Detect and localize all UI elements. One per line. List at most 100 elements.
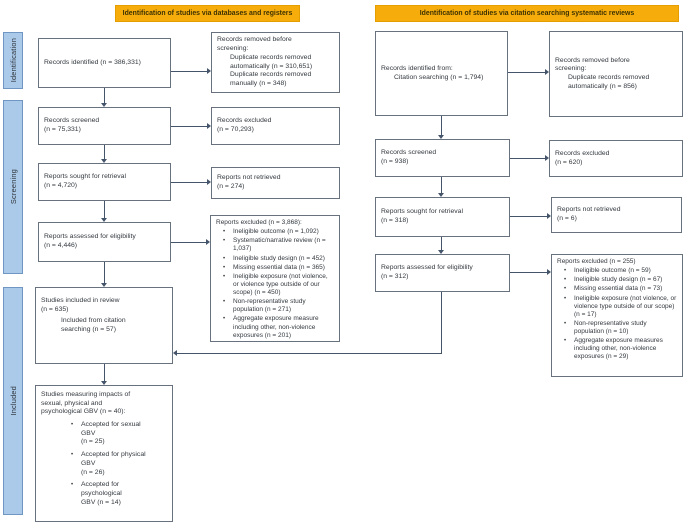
list-item: •Ineligible exposure (not violence, or v… — [557, 295, 677, 319]
arrowhead-right-icon — [206, 239, 210, 245]
arrowhead-right-icon — [547, 269, 551, 275]
list-item: •Ineligible study design (n = 67) — [557, 276, 677, 284]
text-line: Accepted for sexual — [81, 421, 141, 429]
box-records-excluded-db: Records excluded (n = 70,293) — [211, 107, 340, 145]
text-line: Accepted for physical — [81, 451, 146, 459]
arrowhead-down-icon — [438, 135, 444, 139]
bullet-text: Non-representative study population (n =… — [233, 298, 306, 314]
banner-databases-registers: Identification of studies via databases … — [115, 5, 300, 22]
bullet-icon: • — [564, 286, 567, 293]
bullet-text: Ineligible exposure (not violence, or vi… — [233, 272, 328, 296]
list-item: • Accepted for physical GBV (n = 26) — [41, 451, 167, 477]
text-line: screening: — [555, 65, 587, 73]
arrow-screened-to-sought-cs — [441, 177, 442, 193]
arrowhead-down-icon — [438, 193, 444, 197]
arrow-screened-to-sought-db — [104, 145, 105, 159]
box-studies-measuring: Studies measuring impacts of sexual, phy… — [35, 385, 173, 522]
text-line: Reports sought for retrieval — [44, 173, 126, 181]
indent-block: Citation searching (n = 1,794) — [394, 74, 502, 83]
text-line: Reports assessed for eligibility — [381, 264, 473, 272]
arrow-sought-to-assessed-cs — [441, 237, 442, 250]
list-item: •Missing essential data (n = 73) — [557, 285, 677, 293]
bullet-icon: • — [564, 320, 567, 327]
text-line: (n = 4,446) — [44, 242, 78, 249]
arrow-cs-assessed-to-included-horizontal — [177, 353, 442, 354]
text-line: Records screened — [44, 117, 100, 125]
list-item: •Missing essential data (n = 365) — [216, 264, 334, 272]
text-line: (n = 26) — [81, 468, 105, 476]
bullet-text: Ineligible study design (n = 67) — [574, 276, 663, 284]
arrowhead-right-icon — [207, 179, 211, 185]
box-reports-not-retrieved-cs: Reports not retrieved (n = 6) — [551, 197, 682, 233]
text-line: searching (n = 57) — [61, 326, 116, 334]
text-line: (n = 4,720) — [44, 182, 78, 189]
bullet-text: Ineligible outcome (n = 59) — [574, 267, 651, 275]
sidebar-identification: Identification — [3, 32, 23, 89]
bullet-icon: • — [71, 452, 74, 459]
bullet-icon: • — [71, 422, 74, 429]
arrow-identified-to-screened-db — [104, 88, 105, 103]
arrowhead-down-icon — [101, 103, 107, 107]
box-records-excluded-cs: Records excluded (n = 620) — [549, 140, 683, 177]
box-records-screened-cs: Records screened (n = 938) — [375, 139, 510, 177]
phase-label: Included — [8, 386, 18, 416]
arrow-identified-to-removed-cs — [508, 72, 545, 73]
phase-label: Identification — [8, 38, 18, 83]
text-line: automatically (n = 310,651) — [230, 62, 313, 70]
text-line: Duplicate records removed — [568, 74, 650, 81]
bullet-text: Accepted for sexual GBV (n = 25) — [81, 421, 167, 447]
phase-label: Screening — [8, 169, 18, 205]
text-line: psychological — [81, 489, 122, 497]
box-reports-sought-cs: Reports sought for retrieval (n = 318) — [375, 197, 510, 237]
arrow-screened-to-excluded-db — [171, 126, 207, 127]
text-line: Duplicate records removed — [230, 53, 312, 61]
box-records-removed-db: Records removed before screening: Duplic… — [211, 32, 340, 93]
text-line: GBV (n = 14) — [81, 498, 121, 506]
box-reports-not-retrieved-db: Reports not retrieved (n = 274) — [211, 167, 340, 199]
bullet-icon: • — [223, 238, 226, 245]
text-line: Records excluded — [555, 149, 610, 157]
arrow-assessed-to-excluded-cs — [510, 272, 547, 273]
text-line: Reports excluded (n = 255) — [557, 258, 636, 265]
text-line: sexual, physical and — [41, 399, 103, 407]
arrowhead-down-icon — [101, 218, 107, 222]
bullet-icon: • — [71, 482, 74, 489]
list-item: •Non-representative study population (n … — [216, 298, 334, 314]
text-line: Records identified (n = 386,331) — [44, 58, 141, 66]
bullet-text: Ineligible outcome (n = 1,092) — [233, 228, 319, 236]
list-item: •Aggregate exposure measures including o… — [557, 337, 677, 361]
arrowhead-right-icon — [545, 155, 549, 161]
box-reports-excluded-cs: Reports excluded (n = 255) • Ineligible o… — [551, 254, 683, 377]
arrow-identified-to-removed-db — [171, 71, 207, 72]
arrow-sought-to-not-retrieved-db — [171, 182, 207, 183]
text-line: Reports not retrieved — [217, 174, 281, 182]
text-line: Studies measuring impacts of — [41, 391, 131, 398]
text-line: Records identified from: — [381, 64, 453, 72]
box-records-screened-db: Records screened (n = 75,331) — [38, 107, 171, 145]
bullet-text: Aggregate exposure measures including ot… — [574, 337, 663, 361]
text-line: Records excluded — [217, 117, 272, 125]
bullet-icon: • — [223, 229, 226, 236]
arrowhead-down-icon — [438, 250, 444, 254]
text-line: Reports excluded (n = 3,868): — [216, 219, 302, 226]
text-line: (n = 75,331) — [44, 126, 81, 133]
bullet-icon: • — [223, 264, 226, 271]
indent-block: Included from citation searching (n = 57… — [61, 317, 167, 334]
arrowhead-left-icon — [173, 350, 177, 356]
box-reports-excluded-db: Reports excluded (n = 3,868): •Ineligibl… — [210, 215, 340, 342]
list-item: • Accepted for psychological GBV (n = 14… — [41, 481, 167, 507]
text-line: GBV — [81, 429, 96, 437]
text-line: (n = 318) — [381, 217, 409, 224]
box-reports-sought-db: Reports sought for retrieval (n = 4,720) — [38, 163, 171, 201]
text-line: Studies included in review — [41, 297, 120, 304]
list-item: •Ineligible study design (n = 452) — [216, 255, 334, 263]
text-line: Duplicate records removed — [230, 71, 312, 79]
list-item: • Ineligible outcome (n = 1,092) — [216, 228, 334, 236]
text-line: (n = 635) — [41, 305, 69, 313]
text-line: automatically (n = 856) — [568, 82, 637, 90]
text-line: Reports sought for retrieval — [381, 208, 463, 216]
box-studies-included: Studies included in review (n = 635) Inc… — [35, 287, 173, 364]
text-line: Records removed before — [217, 36, 292, 44]
banner-label: Identification of studies via citation s… — [419, 10, 635, 17]
